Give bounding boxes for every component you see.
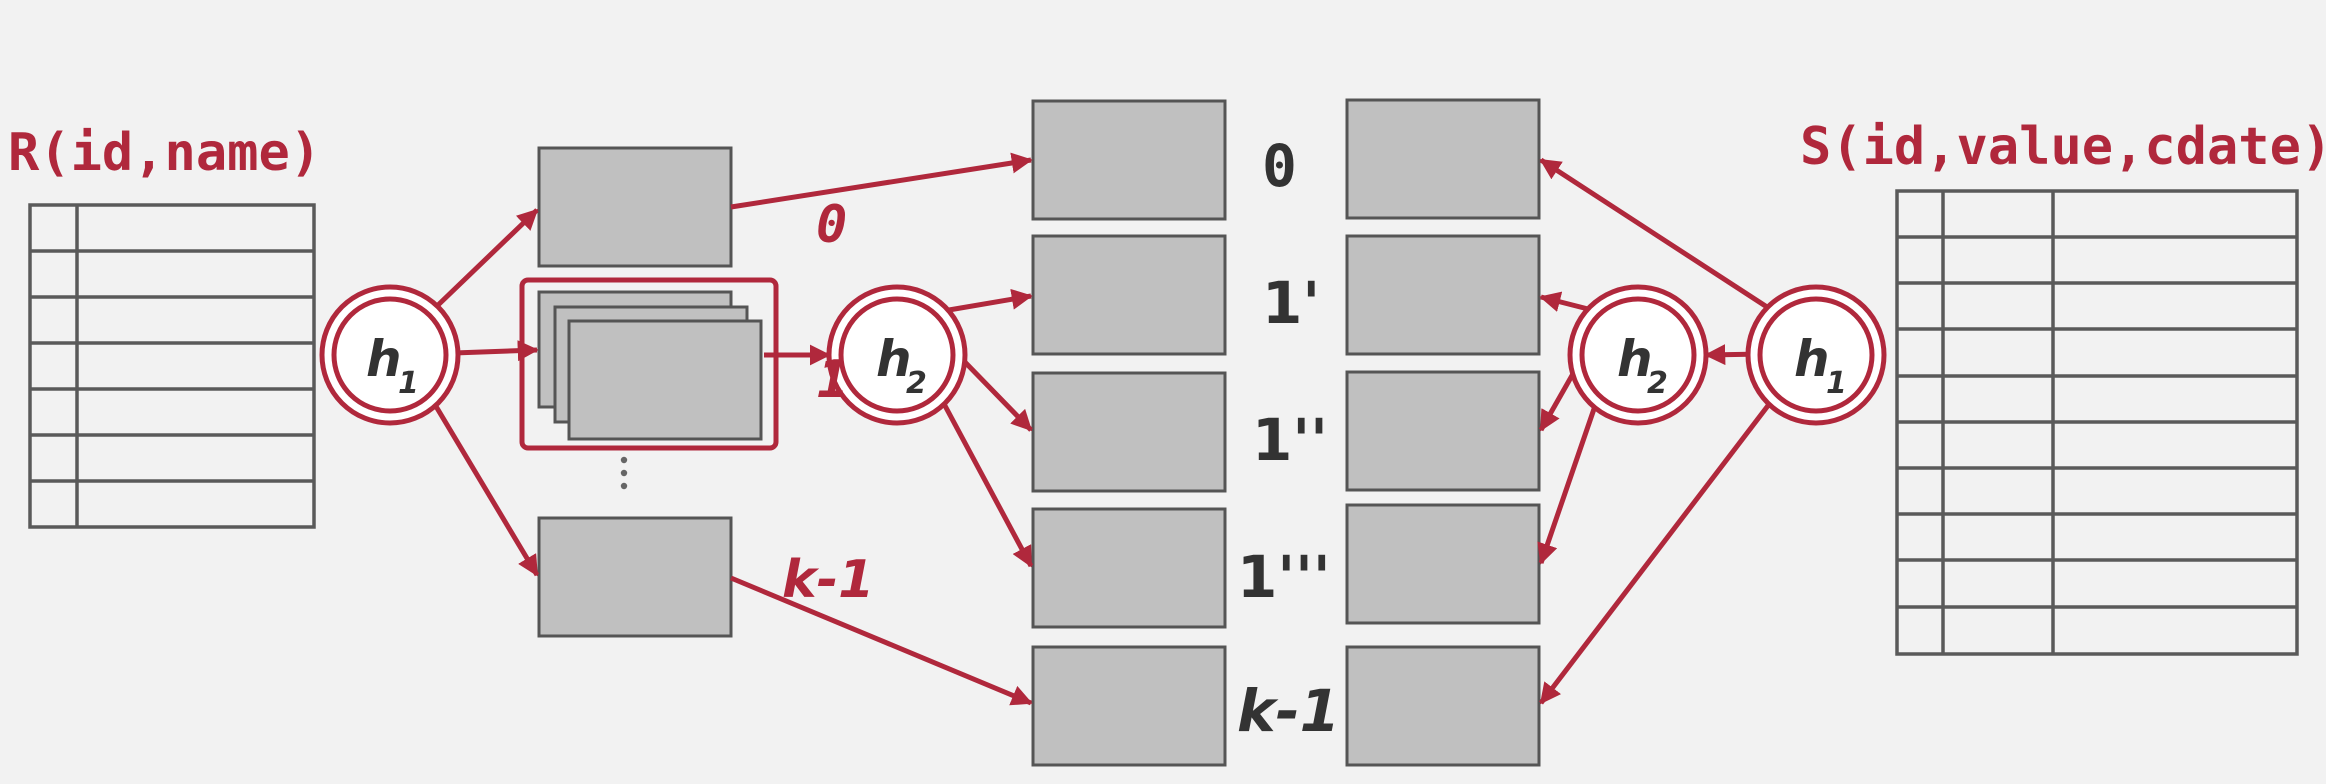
relation-s-table xyxy=(1895,189,2299,656)
h1-right-name: h xyxy=(1794,330,1830,388)
right-bucket-1c xyxy=(1345,503,1541,625)
relation-r-title: R(id,name) xyxy=(8,123,321,183)
left-bucket-1-highlight xyxy=(519,277,779,451)
label-center-1a: 1' xyxy=(1262,269,1320,337)
hash-node-h2-left: h 2 xyxy=(826,284,968,426)
edges xyxy=(431,152,1772,706)
h1-right-sub: 1 xyxy=(1826,366,1847,401)
label-center-1c: 1''' xyxy=(1237,543,1331,611)
center-bucket-0 xyxy=(1031,99,1227,221)
h2-right-sub: 2 xyxy=(1647,366,1668,401)
relation-r-table xyxy=(28,203,316,529)
right-bucket-1a xyxy=(1345,234,1541,356)
label-center-k-1: k-1 xyxy=(1237,677,1340,745)
h1-left-name: h xyxy=(366,330,402,388)
right-bucket-0 xyxy=(1345,98,1541,220)
hash-node-h1-right: h 1 xyxy=(1745,284,1887,426)
center-bucket-k-1 xyxy=(1031,645,1227,767)
label-center-1b: 1'' xyxy=(1252,406,1328,474)
label-center-0: 0 xyxy=(1262,132,1297,200)
label-left-bucket-0: 0 xyxy=(816,195,847,255)
hash-node-h2-right: h 2 xyxy=(1567,284,1709,426)
left-bucket-0 xyxy=(537,146,733,268)
label-left-bucket-1: 1 xyxy=(817,350,848,410)
center-bucket-1c xyxy=(1031,507,1227,629)
h2-left-sub: 2 xyxy=(906,366,927,401)
hash-node-h1-left: h 1 xyxy=(319,284,461,426)
ellipsis-dots xyxy=(620,456,628,490)
center-bucket-1a xyxy=(1031,234,1227,356)
right-bucket-k-1 xyxy=(1345,645,1541,767)
h2-right-name: h xyxy=(1617,330,1653,388)
label-left-bucket-k-1: k-1 xyxy=(782,550,874,610)
relation-s-title: S(id,value,cdate) xyxy=(1800,117,2326,177)
left-bucket-1-stack xyxy=(537,290,763,441)
h1-left-sub: 1 xyxy=(398,366,419,401)
h2-left-name: h xyxy=(876,330,912,388)
left-bucket-k-1 xyxy=(537,516,733,638)
center-bucket-1b xyxy=(1031,371,1227,493)
right-bucket-1b xyxy=(1345,370,1541,492)
